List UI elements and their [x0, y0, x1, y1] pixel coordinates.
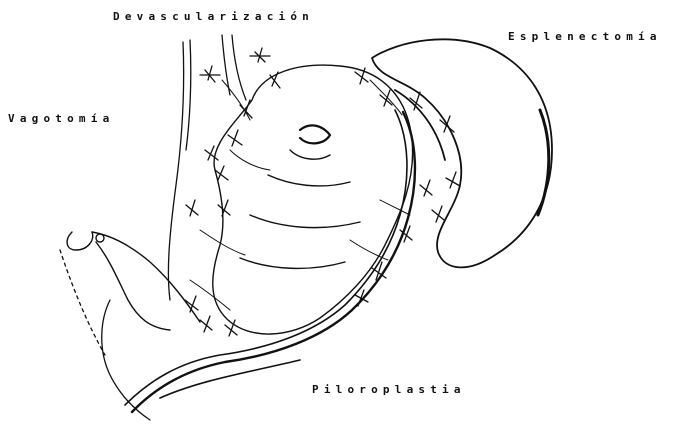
label-esplenectomia: Esplenectomía — [508, 30, 662, 43]
label-vagotomia: Vagotomía — [8, 112, 114, 125]
vagus-nerve — [67, 232, 200, 330]
stomach — [213, 65, 413, 334]
esophagus-outline — [60, 35, 246, 420]
spleen — [372, 39, 552, 267]
ligated-vessels — [185, 48, 460, 336]
label-devascularizacion: Devascularización — [113, 10, 314, 23]
label-piloroplastia: Piloroplastia — [312, 383, 466, 396]
